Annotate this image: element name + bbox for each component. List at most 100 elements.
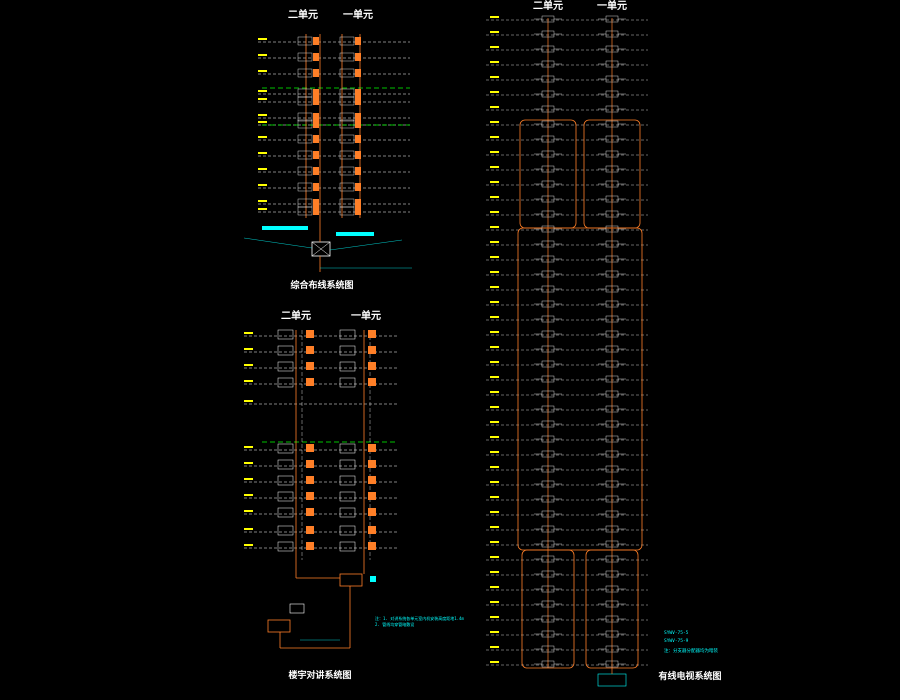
- outlet-box: [297, 119, 313, 129]
- outlet-box: [297, 150, 313, 160]
- outlet-box: [297, 206, 313, 216]
- terminal-box: [306, 330, 314, 338]
- floor-level-mark: [490, 166, 499, 168]
- floor-level-mark: [490, 451, 499, 453]
- catv-note-1: SYWV-75-5: [664, 630, 689, 636]
- floor-level-mark: [490, 181, 499, 183]
- floor-level-mark: [258, 136, 267, 138]
- terminal-box: [368, 460, 376, 468]
- floor-level-mark: [244, 364, 253, 366]
- terminal-box: [368, 492, 376, 500]
- floor-level-mark: [258, 70, 267, 72]
- floor-level-mark: [490, 391, 499, 393]
- indoor-unit: [339, 345, 356, 356]
- patch-block: [355, 120, 361, 128]
- floor-level-mark: [244, 494, 253, 496]
- cabling-unit-right-title: 一单元: [343, 8, 373, 21]
- patch-block: [355, 53, 361, 61]
- floor-level-mark: [490, 76, 499, 78]
- outlet-box: [297, 182, 313, 192]
- indoor-unit: [277, 443, 294, 454]
- catv-note-2: SYWV-75-9: [664, 638, 689, 644]
- distribution-frame: [311, 241, 331, 257]
- indoor-unit: [339, 329, 356, 340]
- floor-level-mark: [490, 346, 499, 348]
- terminal-box: [368, 542, 376, 550]
- floor-level-mark: [258, 114, 267, 116]
- floor-level-mark: [490, 331, 499, 333]
- outlet-box: [297, 88, 313, 98]
- patch-block: [355, 207, 361, 215]
- patch-block: [313, 135, 319, 143]
- floor-level-mark: [490, 631, 499, 633]
- floor-level-mark: [258, 208, 267, 210]
- patch-block: [313, 53, 319, 61]
- management-console: [267, 619, 291, 633]
- patch-block: [313, 199, 319, 207]
- floor-level-mark: [258, 152, 267, 154]
- terminal-box: [306, 526, 314, 534]
- floor-level-mark: [490, 526, 499, 528]
- catv-unit-left-title: 二单元: [533, 0, 563, 12]
- patch-block: [313, 120, 319, 128]
- outlet-box: [297, 112, 313, 122]
- floor-level-mark: [258, 90, 267, 92]
- indoor-unit: [277, 329, 294, 340]
- terminal-box: [368, 362, 376, 370]
- floor-level-mark: [244, 446, 253, 448]
- floor-level-mark: [490, 316, 499, 318]
- floor-level-mark: [490, 571, 499, 573]
- floor-level-mark: [490, 616, 499, 618]
- terminal-box: [306, 476, 314, 484]
- leader-line: [243, 237, 313, 249]
- terminal-box: [368, 378, 376, 386]
- trunk-loop: [521, 549, 575, 669]
- terminal-box: [368, 476, 376, 484]
- floor-level-mark: [490, 16, 499, 18]
- camera-symbol: [370, 576, 376, 582]
- indoor-unit: [339, 507, 356, 518]
- intercom-note-1: 注：1. 对讲系统各单元室内机安装高度距地1.4m: [375, 615, 464, 621]
- intercom-control-panel: [267, 560, 376, 649]
- floor-level-mark: [258, 38, 267, 40]
- intercom-unit-left-title: 二单元: [281, 309, 311, 322]
- terminal-box: [306, 378, 314, 386]
- floor-level-mark: [490, 421, 499, 423]
- indoor-unit: [339, 475, 356, 486]
- indoor-unit: [277, 525, 294, 536]
- trunk-loop: [517, 227, 643, 551]
- patch-block: [355, 113, 361, 121]
- floor-level-mark: [490, 436, 499, 438]
- patch-block: [313, 69, 319, 77]
- floor-level-mark: [258, 98, 267, 100]
- patch-block: [313, 37, 319, 45]
- terminal-box: [306, 492, 314, 500]
- floor-level-mark: [490, 106, 499, 108]
- floor-level-mark: [244, 462, 253, 464]
- intercom-floor-lines: [244, 332, 398, 549]
- floor-level-mark: [244, 544, 253, 546]
- patch-block: [313, 151, 319, 159]
- intercom-system-diagram: 二单元 一单元 注：1. 对讲系统各单元室内机安装高度距地1.4m 2. 管线均…: [244, 309, 464, 681]
- outlet-box: [339, 52, 355, 62]
- patch-block: [313, 89, 319, 97]
- intercom-devices: [277, 329, 376, 560]
- catv-trunk: [597, 668, 627, 687]
- floor-level-mark: [490, 496, 499, 498]
- patch-block: [313, 167, 319, 175]
- floor-level-mark: [244, 510, 253, 512]
- power-supply: [289, 603, 305, 614]
- floor-level-mark: [490, 256, 499, 258]
- outlet-box: [339, 112, 355, 122]
- floor-level-mark: [490, 226, 499, 228]
- intercom-note-2: 2. 管线均穿管暗敷设: [375, 621, 414, 627]
- cabling-caption: 综合布线系统图: [290, 279, 353, 291]
- indoor-unit: [339, 525, 356, 536]
- indoor-unit: [277, 541, 294, 552]
- indoor-unit: [277, 377, 294, 388]
- outlet-box: [297, 52, 313, 62]
- outlet-box: [297, 134, 313, 144]
- floor-level-mark: [490, 601, 499, 603]
- patch-block: [355, 183, 361, 191]
